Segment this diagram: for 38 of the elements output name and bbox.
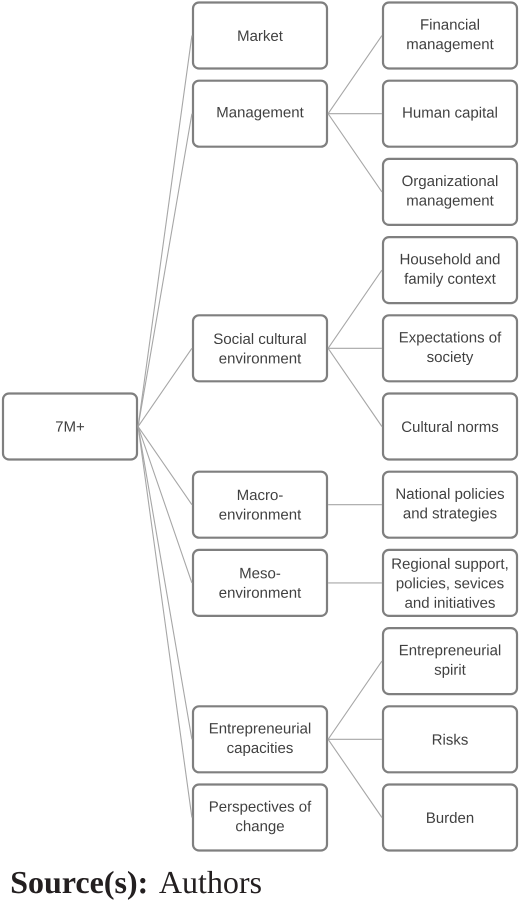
subcategory-box: Human capital — [382, 80, 518, 148]
subcategory-box: Household and family context — [382, 236, 518, 304]
category-box: Macro-environment — [192, 470, 328, 539]
connector-line — [328, 113, 382, 192]
connector-line — [328, 738, 382, 740]
subcategory-box: Entrepreneurial spirit — [382, 627, 518, 696]
connector-line — [138, 348, 192, 427]
root-box: 7M+ — [2, 392, 138, 461]
connector-line — [138, 35, 192, 427]
connector-line — [328, 270, 382, 349]
connector-line — [138, 426, 192, 818]
connector-line — [138, 426, 192, 506]
connector-line — [328, 504, 382, 506]
subcategory-box: Risks — [382, 705, 518, 774]
subcategory-box: Cultural norms — [382, 392, 518, 461]
category-box: Meso-environment — [192, 548, 328, 617]
connector-line — [328, 348, 382, 427]
subcategory-box: Financial management — [382, 1, 518, 70]
connector-line — [138, 426, 192, 584]
connector-line — [328, 35, 382, 114]
connector-line — [328, 660, 382, 740]
subcategory-box: Regional support, policies, sevices and initiatives — [382, 548, 518, 617]
connector-line — [138, 114, 192, 427]
connector-line — [138, 426, 192, 740]
connector-line — [328, 739, 382, 818]
category-box: Social cultural environment — [192, 314, 328, 382]
subcategory-box: Organizational management — [382, 158, 518, 226]
subcategory-box: Expectations of society — [382, 314, 518, 382]
subcategory-box: National policies and strategies — [382, 470, 518, 539]
connector-line — [328, 113, 382, 114]
category-box: Management — [192, 80, 328, 148]
category-box: Market — [192, 1, 328, 70]
category-box: Perspectives of change — [192, 783, 328, 852]
caption: Source(s): Authors — [12, 870, 261, 900]
connector-line — [328, 348, 382, 349]
connector-line — [328, 582, 382, 584]
subcategory-box: Burden — [382, 783, 518, 852]
category-box: Entrepreneurial capacities — [192, 705, 328, 774]
